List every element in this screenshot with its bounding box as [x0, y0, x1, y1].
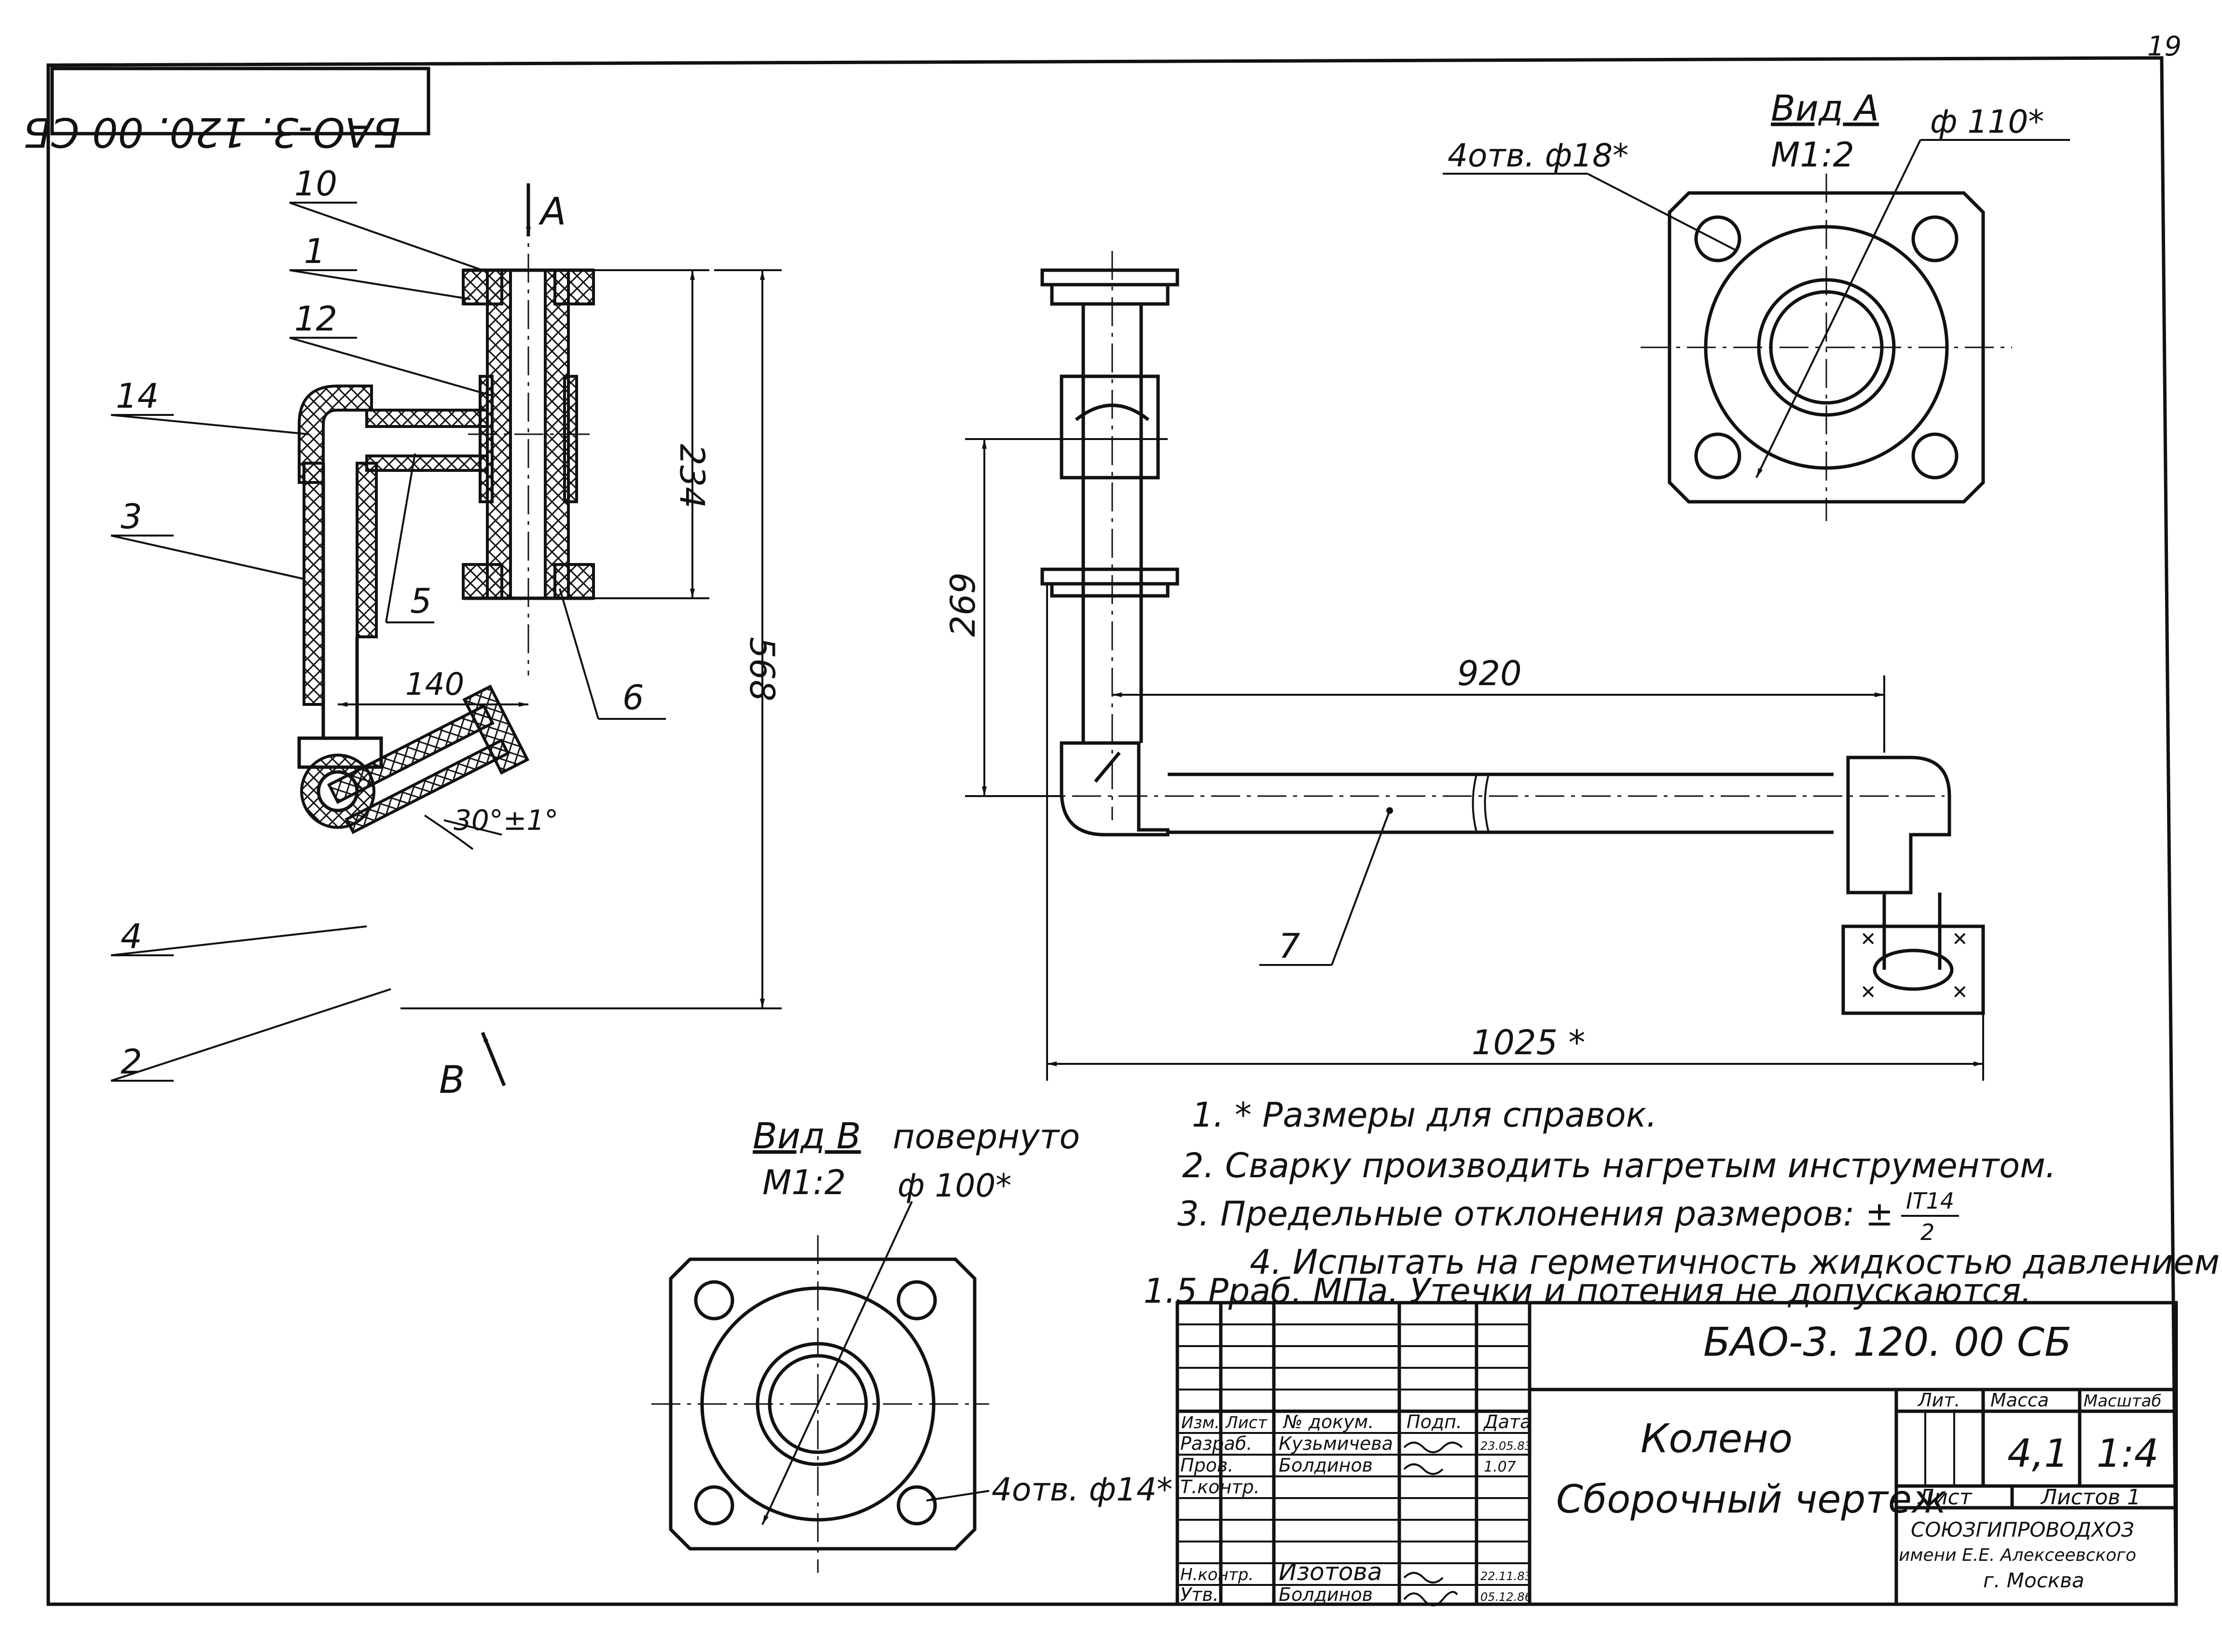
- tb-date-4: 05.12.86: [1480, 1590, 1532, 1604]
- view-b-diameter: ф 100*: [897, 1167, 1011, 1204]
- tb-scale-label: Масштаб: [2084, 1391, 2162, 1411]
- tb-header-list: Лист: [1225, 1413, 1268, 1432]
- tb-header-izm: Изм.: [1181, 1413, 1220, 1432]
- tb-doc-type: Сборочный чертеж: [1556, 1477, 1946, 1522]
- view-b: Вид В повернуто М1:2 ф 100* 4отв. ф14*: [651, 1115, 1173, 1573]
- tb-sheets-label: Листов 1: [2040, 1485, 2140, 1510]
- view-a-holes: 4отв. ф18*: [1448, 137, 1629, 174]
- tb-header-sign: Подп.: [1407, 1411, 1462, 1432]
- tb-role-0: Разраб.: [1180, 1433, 1252, 1454]
- technical-notes: 1. * Размеры для справок. 2. Сварку прои…: [1144, 1095, 2220, 1311]
- view-b-arrow-label: В: [439, 1059, 465, 1102]
- tb-org-line1: СОЮЗГИПРОВОДХОЗ: [1911, 1518, 2134, 1542]
- tb-header-date: Дата: [1483, 1411, 1531, 1432]
- leader-3: 3: [121, 497, 142, 537]
- section-view: А В 234 568 140 30°±1° 10 1 12: [110, 164, 782, 1102]
- title-block: Изм. Лист № докум. Подп. Дата Разраб. Ку…: [1175, 1301, 2178, 1607]
- tb-mass: 4,1: [2007, 1431, 2069, 1476]
- tb-date-0: 23.05.83: [1480, 1439, 1532, 1453]
- tb-date-3: 22.11.83: [1480, 1569, 1532, 1583]
- tb-role-2: Т.контр.: [1180, 1476, 1260, 1498]
- leader-5: 5: [410, 581, 432, 621]
- dim-140: 140: [405, 667, 464, 702]
- leader-6: 6: [622, 678, 644, 717]
- note-2: 2. Сварку производить нагретым инструмен…: [1182, 1146, 2056, 1185]
- inverted-code-text: БАО-3. 120. 00 СБ: [23, 109, 400, 156]
- front-view: ✕ ✕ ✕ ✕ 269 920 1025 * 7: [943, 251, 1985, 1081]
- tb-org-line3: г. Москва: [1983, 1569, 2084, 1592]
- dim-568: 568: [742, 637, 782, 702]
- tb-mass-label: Масса: [1990, 1390, 2049, 1411]
- tb-name: Колено: [1641, 1416, 1793, 1462]
- tb-role-1: Пров.: [1180, 1455, 1233, 1476]
- dim-234: 234: [672, 444, 712, 509]
- view-a-diameter: ф 110*: [1930, 103, 2044, 140]
- dim-1025: 1025 *: [1472, 1023, 1585, 1062]
- leader-1: 1: [304, 232, 326, 271]
- note-3-frac-bot: 2: [1920, 1219, 1934, 1245]
- tb-role-4: Утв.: [1180, 1584, 1219, 1605]
- page-number: 19: [2147, 31, 2181, 62]
- note-4a: 4. Испытать на герметичность жидкостью д…: [1250, 1242, 2220, 1282]
- tb-name-3: Изотова: [1279, 1558, 1382, 1586]
- note-1: 1. * Размеры для справок.: [1192, 1095, 1657, 1135]
- view-b-scale: М1:2: [762, 1163, 846, 1202]
- leader-7: 7: [1279, 926, 1300, 966]
- inverted-code-stamp: БАО-3. 120. 00 СБ: [23, 67, 430, 156]
- view-a-arrow-label: А: [538, 190, 566, 234]
- dim-269: 269: [943, 572, 983, 637]
- note-3: 3. Предельные отклонения размеров: ±: [1177, 1194, 1893, 1234]
- tb-scale: 1:4: [2097, 1431, 2159, 1476]
- part-leaders: 10 1 12 14 3 5 6 4 2: [110, 164, 666, 1082]
- leader-14: 14: [116, 376, 159, 416]
- view-a: Вид А М1:2 ф 110* 4отв. ф18*: [1443, 88, 2070, 521]
- tb-name-0: Кузьмичева: [1279, 1433, 1393, 1454]
- view-b-title: Вид В: [753, 1115, 861, 1157]
- note-4b: 1.5 Рраб. МПа. Утечки и потения не допус…: [1144, 1271, 2032, 1311]
- tb-lit-label: Лит.: [1917, 1390, 1960, 1411]
- leader-12: 12: [294, 299, 337, 339]
- leader-4: 4: [121, 917, 142, 956]
- view-a-title: Вид А: [1771, 88, 1879, 129]
- dim-920: 920: [1457, 654, 1522, 693]
- view-a-scale: М1:2: [1771, 135, 1854, 175]
- tb-org-line2: имени Е.Е. Алексеевского: [1899, 1545, 2136, 1565]
- svg-text:✕: ✕: [1952, 928, 1968, 950]
- view-b-holes: 4отв. ф14*: [992, 1471, 1173, 1508]
- tb-name-1: Болдинов: [1279, 1455, 1373, 1476]
- svg-text:✕: ✕: [1860, 928, 1877, 950]
- tb-name-4: Болдинов: [1279, 1584, 1373, 1605]
- tb-role-3: Н.контр.: [1180, 1565, 1254, 1584]
- svg-text:✕: ✕: [1952, 981, 1968, 1004]
- tb-header-docno: № докум.: [1283, 1411, 1374, 1432]
- tb-code: БАО-3. 120. 00 СБ: [1703, 1320, 2071, 1365]
- svg-text:✕: ✕: [1860, 981, 1877, 1004]
- tb-sheet-label: Лист: [1917, 1485, 1973, 1510]
- leader-2: 2: [121, 1042, 142, 1082]
- tb-date-1: 1.07: [1484, 1459, 1516, 1475]
- leader-10: 10: [294, 164, 337, 204]
- dim-angle: 30°±1°: [454, 804, 558, 837]
- note-3-frac-top: IT14: [1906, 1188, 1954, 1214]
- view-b-rotated: повернуто: [893, 1117, 1080, 1156]
